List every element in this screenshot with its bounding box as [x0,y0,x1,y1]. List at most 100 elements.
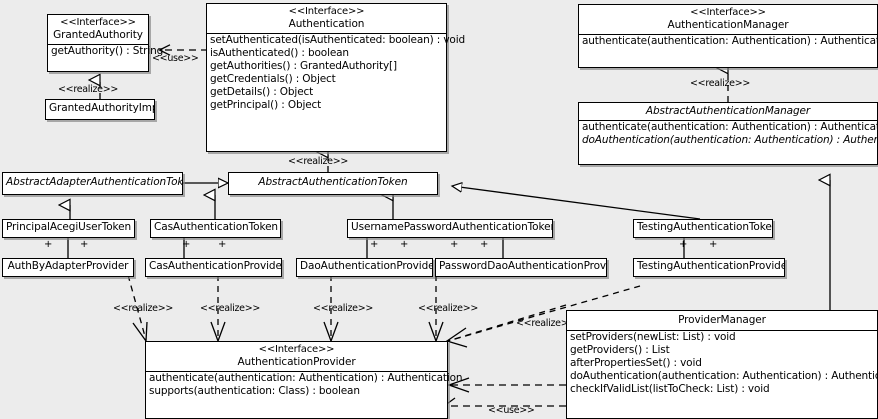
section-divider [146,371,447,372]
class-name-label: ProviderManager [678,314,766,326]
member-row: getProviders() : List [570,344,670,357]
member-row: isAuthenticated() : boolean [210,47,349,60]
class-box-granted-authority-impl[interactable]: GrantedAuthorityImpl [45,99,155,120]
member-row: getAuthorities() : GrantedAuthority[] [210,60,397,73]
member-row: authenticate(authentication: Authenticat… [582,121,878,133]
member-row: getDetails() : Object [210,86,314,99]
class-header-authentication-provider: <<Interface>> AuthenticationProvider [146,342,447,371]
class-header-auth-by-adapter-provider: AuthByAdapterProvider [3,259,133,275]
member-row: setProviders(newList: List) : void [570,331,736,343]
member-row: authenticate(authentication: Authenticat… [149,372,463,384]
class-name-label: DaoAuthenticationProvider [300,260,432,272]
class-name-label: CasAuthenticationProvider [149,260,281,272]
section-divider [48,44,148,45]
edge-label-use-authentication-grantedauthority: <<use>> [152,53,199,64]
member-row: doAuthentication(authentication: Authent… [570,370,878,383]
class-box-granted-authority[interactable]: <<Interface>> GrantedAuthority getAuthor… [47,14,164,72]
edge-label-realize-granted-authority-impl: <<realize>> [58,84,119,95]
class-name-label: AuthByAdapterProvider [7,260,129,272]
member-row: supports(authentication: Class) : boolea… [149,385,360,398]
class-members-authentication-manager: authenticate(authentication: Authenticat… [579,35,878,48]
class-box-abstract-authentication-token[interactable]: AbstractAuthenticationToken [228,172,438,195]
class-box-username-password-authentication-token[interactable]: UsernamePasswordAuthenticationToken [347,219,553,238]
class-name-label: TestingAuthenticationToken [637,221,772,233]
class-header-principal-acegi-user-token: PrincipalAcegiUserToken [3,220,134,236]
class-box-abstract-authentication-manager[interactable]: AbstractAuthenticationManager authentica… [578,102,878,165]
class-box-cas-authentication-token[interactable]: CasAuthenticationToken [150,219,281,238]
assoc-marker-plus: + [80,239,89,250]
stereotype-label: <<Interface>> [258,344,335,355]
class-box-cas-authentication-provider[interactable]: CasAuthenticationProvider [145,258,282,277]
class-name-label: Authentication [288,18,365,30]
member-row: authenticate(authentication: Authenticat… [582,35,878,47]
class-header-granted-authority-impl: GrantedAuthorityImpl [46,100,154,117]
class-name-label: GrantedAuthority [53,29,143,41]
class-box-authentication[interactable]: <<Interface>> Authentication setAuthenti… [206,3,465,152]
stereotype-label: <<Interface>> [60,17,136,28]
assoc-marker-plus: + [44,239,53,250]
class-header-password-dao-authentication-provider: PasswordDaoAuthenticationProvider [436,259,606,275]
class-header-abstract-authentication-token: AbstractAuthenticationToken [229,173,437,191]
member-row: getAuthority() : String [51,45,164,57]
class-box-authentication-manager[interactable]: <<Interface>> AuthenticationManager auth… [578,4,878,68]
class-box-principal-acegi-user-token[interactable]: PrincipalAcegiUserToken [2,219,135,238]
member-row: afterPropertiesSet() : void [570,357,702,370]
member-row: doAuthentication(authentication: Authent… [582,134,878,147]
member-row: setAuthenticated(isAuthenticated: boolea… [210,34,465,46]
edge-label-realize-password-dao-provider: <<realize>> [418,303,479,314]
edge-label-realize-abstract-authentication-token: <<realize>> [288,156,349,167]
section-divider [579,120,877,121]
edge-label-realize-auth-by-adapter-provider: <<realize>> [113,303,174,314]
edge-label-use-provider-manager-authentication-provider: <<use>> [488,405,535,416]
class-header-dao-authentication-provider: DaoAuthenticationProvider [297,259,432,275]
section-divider [579,34,877,35]
class-box-testing-authentication-token[interactable]: TestingAuthenticationToken [633,219,773,238]
class-name-label: GrantedAuthorityImpl [49,102,154,114]
assoc-marker-plus: + [370,239,379,250]
edge-label-realize-cas-provider: <<realize>> [200,303,261,314]
class-members-authentication-provider: authenticate(authentication: Authenticat… [146,372,463,398]
assoc-marker-plus: + [450,239,459,250]
class-box-password-dao-authentication-provider[interactable]: PasswordDaoAuthenticationProvider [435,258,607,277]
class-box-provider-manager[interactable]: ProviderManager setProviders(newList: Li… [566,310,878,419]
class-members-provider-manager: setProviders(newList: List) : void getPr… [567,331,878,396]
assoc-marker-plus: + [182,239,191,250]
class-name-label: AbstractAuthenticationManager [645,105,811,117]
class-members-granted-authority: getAuthority() : String [48,45,164,58]
section-divider [567,330,877,331]
assoc-marker-plus: + [218,239,227,250]
class-name-label: AuthenticationProvider [237,356,356,368]
class-header-granted-authority: <<Interface>> GrantedAuthority [48,15,148,44]
class-name-label: TestingAuthenticationProvider [637,260,784,272]
class-header-cas-authentication-provider: CasAuthenticationProvider [146,259,281,275]
class-name-label: AbstractAdapterAuthenticationToken [6,176,182,188]
member-row: getCredentials() : Object [210,73,336,86]
class-name-label: CasAuthenticationToken [154,221,278,233]
class-header-abstract-authentication-manager: AbstractAuthenticationManager [579,103,877,120]
class-box-testing-authentication-provider[interactable]: TestingAuthenticationProvider [633,258,785,277]
class-name-label: PasswordDaoAuthenticationProvider [439,260,606,272]
class-box-auth-by-adapter-provider[interactable]: AuthByAdapterProvider [2,258,134,277]
member-row: checkIfValidList(listToCheck: List) : vo… [570,383,770,396]
edge-label-realize-dao-provider: <<realize>> [313,303,374,314]
assoc-marker-plus: + [480,239,489,250]
class-box-authentication-provider[interactable]: <<Interface>> AuthenticationProvider aut… [145,341,463,419]
class-header-username-password-authentication-token: UsernamePasswordAuthenticationToken [348,220,552,236]
class-members-authentication: setAuthenticated(isAuthenticated: boolea… [207,34,465,113]
class-box-abstract-adapter-authentication-token[interactable]: AbstractAdapterAuthenticationToken [2,172,183,195]
class-header-abstract-adapter-authentication-token: AbstractAdapterAuthenticationToken [3,173,182,191]
class-header-provider-manager: ProviderManager [567,311,877,330]
assoc-marker-plus: + [679,239,688,250]
class-box-dao-authentication-provider[interactable]: DaoAuthenticationProvider [296,258,433,277]
class-header-testing-authentication-token: TestingAuthenticationToken [634,220,772,236]
class-header-authentication: <<Interface>> Authentication [207,4,446,33]
assoc-marker-plus: + [709,239,718,250]
class-members-abstract-authentication-manager: authenticate(authentication: Authenticat… [579,121,878,147]
class-header-testing-authentication-provider: TestingAuthenticationProvider [634,259,784,275]
member-row: getPrincipal() : Object [210,99,322,112]
class-name-label: UsernamePasswordAuthenticationToken [351,221,552,233]
class-name-label: AbstractAuthenticationToken [258,176,408,188]
stereotype-label: <<Interface>> [690,7,766,18]
stereotype-label: <<Interface>> [288,6,365,17]
